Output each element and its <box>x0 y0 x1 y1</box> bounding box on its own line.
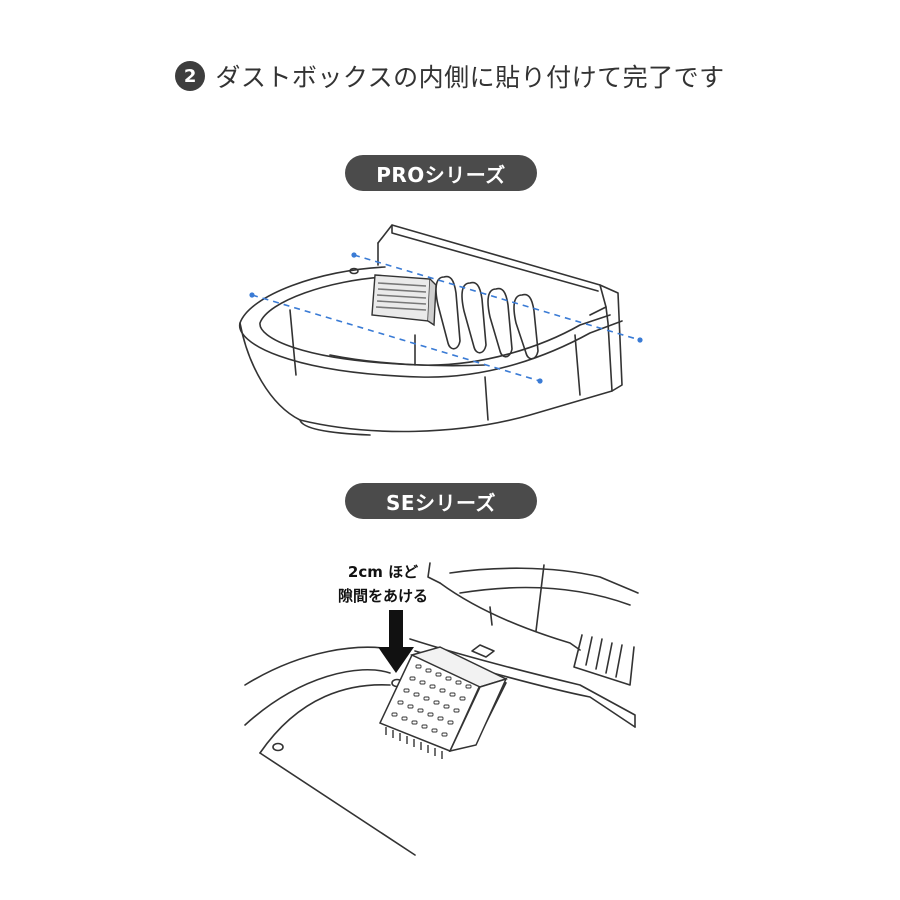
down-arrow-icon <box>378 610 414 673</box>
step-instruction-text: ダストボックスの内側に貼り付けて完了です <box>215 63 725 92</box>
pro-dust-box-illustration <box>239 224 643 436</box>
se-filter-pad <box>378 646 509 759</box>
pro-series-label: PROシリーズ <box>345 155 537 191</box>
step-number-badge: 2 <box>175 61 206 91</box>
step-heading: 2 ダストボックスの内側に貼り付けて完了です <box>0 58 900 94</box>
se-series-label: SEシリーズ <box>345 483 537 519</box>
se-dust-box-illustration <box>244 562 639 856</box>
gap-callout-line2: 隙間をあける <box>337 587 428 605</box>
pro-filter-pad <box>371 274 437 327</box>
gap-callout-line1: 2cm ほど <box>347 563 419 581</box>
gap-callout: 2cm ほど 隙間をあける <box>318 560 448 608</box>
